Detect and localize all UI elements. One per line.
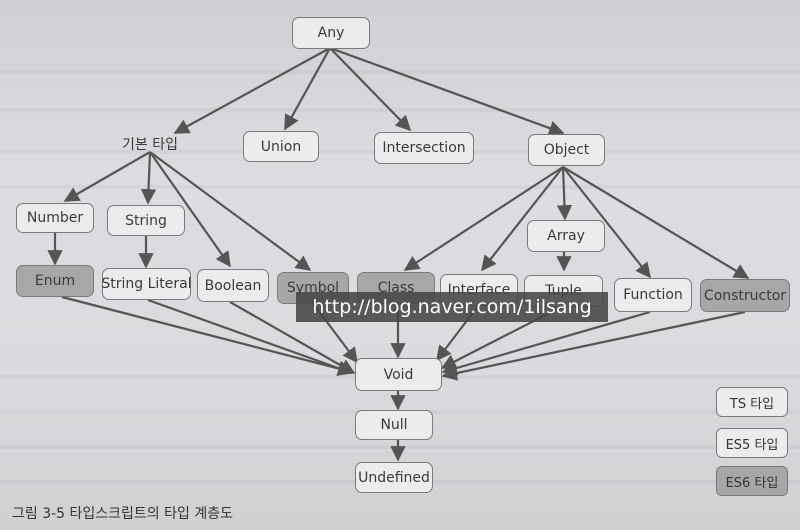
node-enum: Enum <box>16 265 94 297</box>
node-array: Array <box>527 220 605 252</box>
node-void: Void <box>355 358 442 391</box>
legend-es6-type: ES6 타입 <box>716 466 788 496</box>
edge-any-intersection <box>329 47 412 132</box>
node-union: Union <box>243 131 319 162</box>
node-undefined: Undefined <box>355 462 433 493</box>
watermark-url: http://blog.naver.com/1ilsang <box>296 292 608 322</box>
edge-boolean-void <box>229 301 356 374</box>
edge-basic-number <box>63 151 151 202</box>
legend-ts-type: TS 타입 <box>716 387 788 417</box>
edge-enum-void <box>61 295 354 376</box>
edge-object-class <box>403 166 564 271</box>
node-constructor: Constructor <box>700 279 790 312</box>
edge-object-array <box>556 166 573 221</box>
node-basic-types: 기본 타입 <box>122 137 178 153</box>
bleed-through-line <box>0 70 800 74</box>
edge-object-constructor <box>562 166 750 279</box>
node-intersection: Intersection <box>374 132 474 164</box>
edge-stringliteral-void <box>147 298 354 376</box>
figure-caption: 그림 3-5 타입스크립트의 타입 계층도 <box>12 506 233 522</box>
edge-basic-boolean <box>149 151 231 268</box>
edge-object-interface <box>481 166 564 272</box>
edge-function-void <box>441 310 651 376</box>
node-number: Number <box>16 203 94 233</box>
edge-basic-symbol <box>149 151 312 271</box>
edge-basic-string <box>140 151 157 205</box>
node-string: String <box>107 205 185 236</box>
node-null: Null <box>355 410 433 440</box>
bleed-through-line <box>0 185 800 189</box>
edge-any-basic <box>173 47 331 134</box>
legend-es5-type: ES5 타입 <box>716 428 788 458</box>
bleed-through-line <box>0 108 800 112</box>
node-function: Function <box>614 278 692 312</box>
edge-constructor-void <box>441 310 746 381</box>
node-boolean: Boolean <box>197 269 269 302</box>
node-any: Any <box>292 17 370 49</box>
edge-any-union <box>284 47 331 131</box>
node-string-literal: String Literal <box>101 268 192 300</box>
edge-object-function <box>562 166 651 279</box>
node-object: Object <box>528 134 605 166</box>
edge-any-object <box>329 46 565 136</box>
